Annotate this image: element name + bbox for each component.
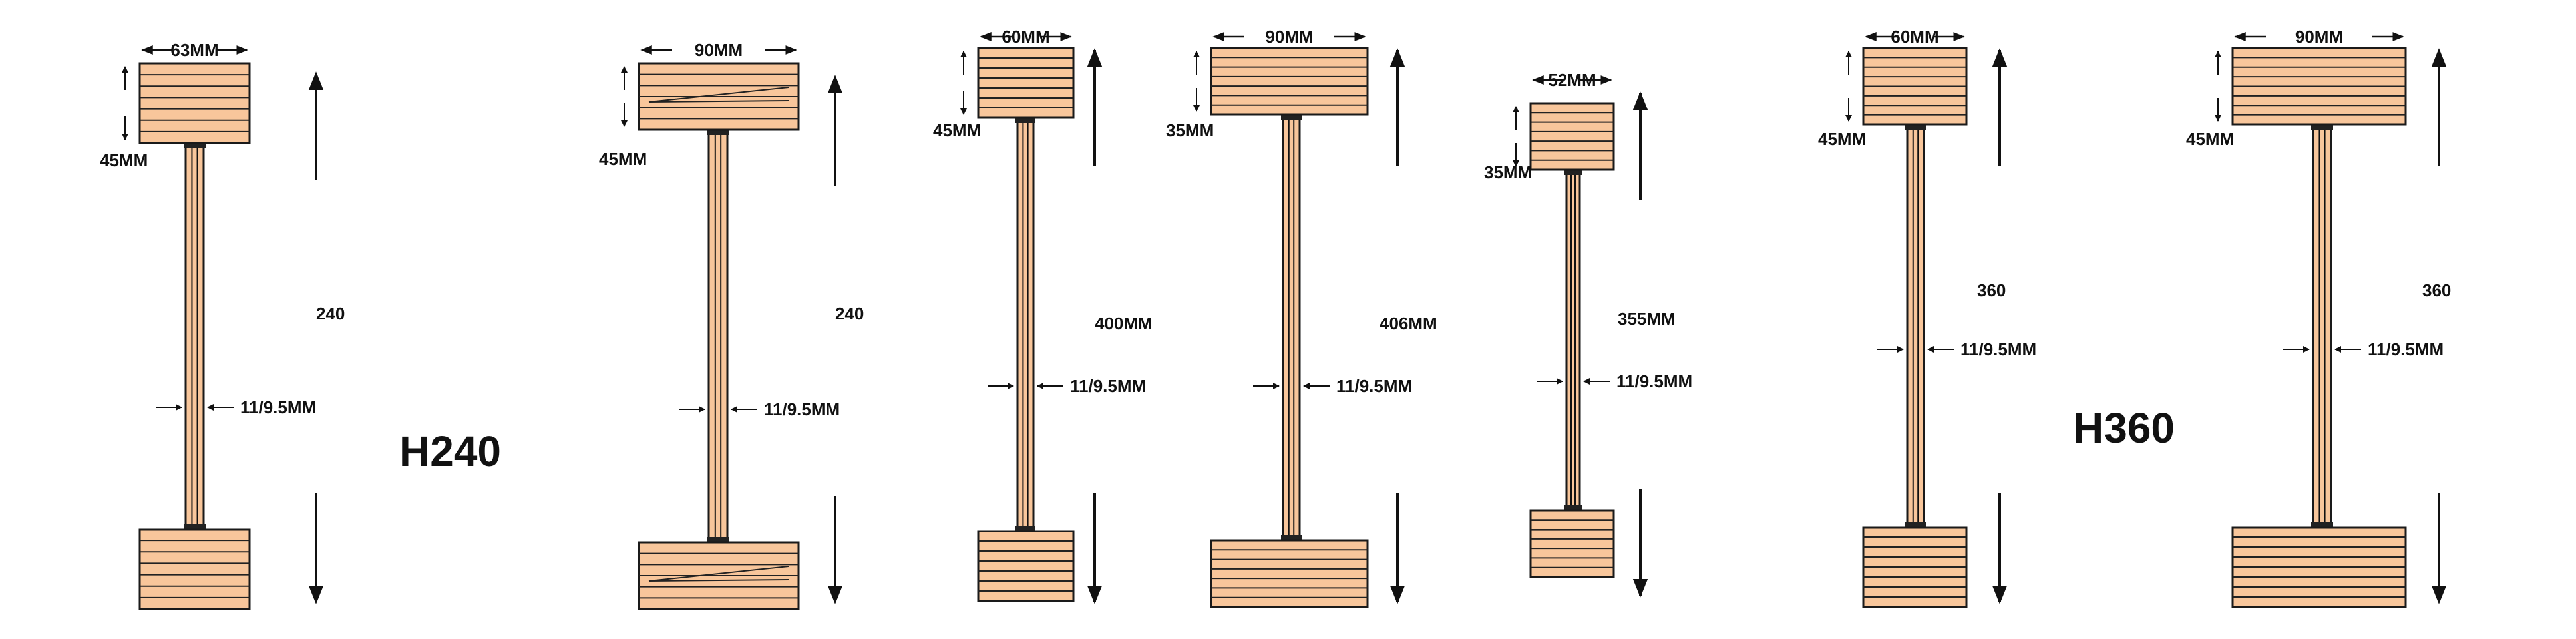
beam-3-length: 400MM: [1095, 314, 1153, 333]
beam-6-web: [1905, 123, 1926, 529]
beam-5-length-dimension: 355MM: [1618, 91, 1676, 598]
beam-1-length-dimension: 240: [308, 71, 345, 604]
beam-1-web-dimension: 11/9.5MM: [156, 397, 316, 417]
beam-6-flange-height: 45MM: [1818, 129, 1866, 149]
beam-5: 52MM 35MM 355MM 11/9.5MM: [1484, 70, 1692, 598]
beam-4-web: [1281, 113, 1302, 542]
beam-5-top-flange: [1529, 102, 1615, 171]
beam-5-flange-height: 35MM: [1484, 162, 1532, 182]
beam-2-web: [707, 128, 729, 544]
beam-1-flange-width: 63MM: [170, 40, 218, 60]
beam-6-bottom-flange: [1862, 526, 1968, 608]
beam-3-web-thickness: 11/9.5MM: [1070, 376, 1146, 396]
beam-6-web-dimension: 11/9.5MM: [1877, 339, 2036, 359]
beam-7-width-dimension: 90MM: [2234, 27, 2404, 47]
beam-2: 90MM 45MM 240 11/9.5MM: [599, 40, 864, 610]
beam-1-web: [184, 142, 206, 531]
beam-3-top-flange: [977, 47, 1075, 119]
beam-4-bottom-flange: [1210, 539, 1369, 608]
beam-6-width-dimension: 60MM: [1865, 27, 1965, 47]
beam-4-flange-width: 90MM: [1265, 27, 1313, 47]
beam-2-height-dimension: 45MM: [599, 66, 647, 169]
beam-4-web-dimension: 11/9.5MM: [1253, 376, 1412, 396]
beam-2-bottom-flange: [638, 541, 800, 610]
beam-4: 90MM 35MM 406MM 11/9.5MM: [1166, 27, 1437, 608]
beam-1-width-dimension: 63MM: [141, 40, 248, 60]
group-label-h360: H360: [2073, 404, 2175, 452]
beam-7-web: [2311, 123, 2333, 529]
beam-2-top-flange: [638, 62, 800, 131]
beam-7-bottom-flange: [2231, 526, 2407, 608]
beam-2-length: 240: [835, 304, 864, 323]
beam-7-height-dimension: 45MM: [2186, 51, 2234, 149]
beam-7-length-dimension: 360: [2422, 48, 2451, 604]
beam-1-top-flange: [138, 62, 251, 144]
beam-2-length-dimension: 240: [827, 75, 864, 604]
beams-layer: 63MM45MM24011/9.5MM90MM45MM24011/9.5MM60…: [100, 27, 2451, 610]
beam-6-flange-width: 60MM: [1891, 27, 1938, 47]
beam-6-web-thickness: 11/9.5MM: [1960, 339, 2036, 359]
beam-7-top-flange: [2231, 47, 2407, 126]
beam-6-length-dimension: 360: [1977, 48, 2008, 604]
beam-2-width-dimension: 90MM: [640, 40, 797, 60]
beam-1-flange-height: 45MM: [100, 150, 148, 170]
beam-6-height-dimension: 45MM: [1818, 51, 1866, 149]
beam-2-web-dimension: 11/9.5MM: [679, 399, 840, 419]
beam-4-width-dimension: 90MM: [1212, 27, 1366, 47]
group-label-h240: H240: [399, 427, 501, 475]
beam-2-flange-height: 45MM: [599, 149, 647, 169]
beam-2-web-thickness: 11/9.5MM: [764, 399, 840, 419]
beam-7-flange-height: 45MM: [2186, 129, 2234, 149]
beam-5-length: 355MM: [1618, 309, 1676, 329]
beam-3-width-dimension: 60MM: [980, 27, 1072, 47]
beam-4-flange-height: 35MM: [1166, 120, 1214, 140]
beam-7-length: 360: [2422, 280, 2451, 300]
beam-3-bottom-flange: [977, 530, 1075, 602]
beam-3-flange-width: 60MM: [1002, 27, 1049, 47]
beam-5-bottom-flange: [1529, 509, 1615, 578]
beam-6-top-flange: [1862, 47, 1968, 126]
beam-3-web: [1015, 116, 1035, 532]
beam-4-web-thickness: 11/9.5MM: [1336, 376, 1412, 396]
beam-1-length: 240: [316, 304, 345, 323]
beam-7-web-dimension: 11/9.5MM: [2283, 339, 2444, 359]
beam-4-length-dimension: 406MM: [1380, 48, 1437, 604]
beam-4-top-flange: [1210, 47, 1369, 116]
beam-4-height-dimension: 35MM: [1166, 51, 1214, 140]
beam-6-length: 360: [1977, 280, 2006, 300]
beam-1-web-thickness: 11/9.5MM: [240, 397, 316, 417]
beam-7: 90MM 45MM 360 11/9.5MM: [2186, 27, 2451, 608]
beam-4-length: 406MM: [1380, 314, 1437, 333]
beam-1-bottom-flange: [138, 528, 251, 610]
beam-5-height-dimension: 35MM: [1484, 106, 1532, 182]
beam-3-flange-height: 45MM: [933, 120, 981, 140]
beam-3-length-dimension: 400MM: [1087, 48, 1153, 604]
beam-3: 60MM 45MM 400MM 11/9.5MM: [933, 27, 1153, 604]
beam-1: 63MM 45MM 240 11/9.5MM: [100, 40, 345, 610]
beam-5-width-dimension: 52MM: [1532, 70, 1612, 90]
beam-1-height-dimension: 45MM: [100, 66, 148, 170]
beam-6: 60MM 45MM 360 11/9.5MM: [1818, 27, 2036, 608]
beam-5-flange-width: 52MM: [1548, 70, 1596, 90]
beam-5-web: [1564, 168, 1582, 512]
beam-5-web-dimension: 11/9.5MM: [1537, 371, 1692, 391]
beam-2-flange-width: 90MM: [695, 40, 743, 60]
beam-7-web-thickness: 11/9.5MM: [2368, 339, 2444, 359]
beam-3-web-dimension: 11/9.5MM: [988, 376, 1146, 396]
beam-3-height-dimension: 45MM: [933, 51, 981, 140]
beam-5-web-thickness: 11/9.5MM: [1616, 371, 1692, 391]
beam-7-flange-width: 90MM: [2295, 27, 2343, 47]
